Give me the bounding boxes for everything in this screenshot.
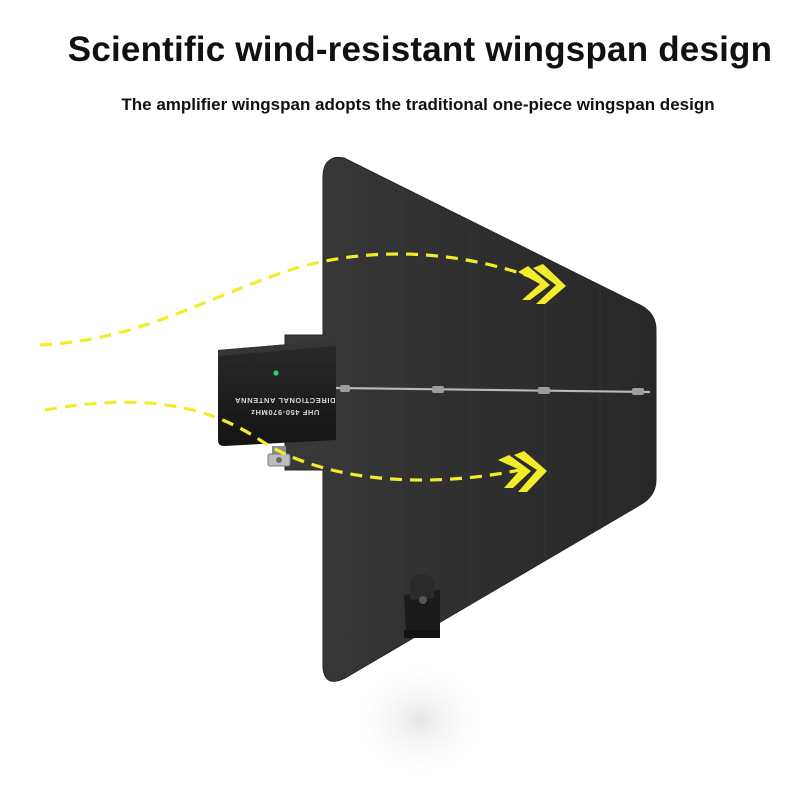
device-label-line2: DIRECTIONAL ANTENNA (235, 396, 336, 405)
headline: Scientific wind-resistant wingspan desig… (67, 30, 773, 69)
mount-clip-icon (404, 574, 440, 638)
element-rod (335, 385, 651, 395)
panel-seams (399, 195, 601, 640)
chevron-right-icon (518, 266, 550, 300)
subline: The amplifier wingspan adopts the tradit… (121, 95, 715, 114)
airflow-lower (44, 400, 547, 492)
device-label-line1: UHF 450-970MHz (251, 408, 320, 417)
electronics-housing: UHF 450-970MHz DIRECTIONAL ANTENNA (218, 340, 336, 446)
chevron-right-icon (498, 455, 531, 488)
floor-reflection (350, 660, 490, 780)
status-led-icon (273, 370, 279, 376)
airflow-upper (39, 252, 566, 347)
